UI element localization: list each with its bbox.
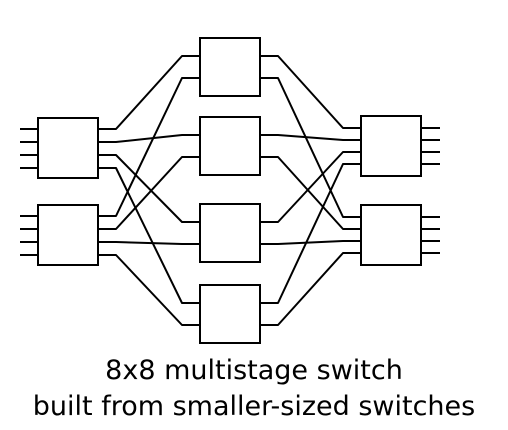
link-in2-mid1 [98, 77, 200, 217]
middle-switch-4 [199, 284, 261, 344]
middle-switch-3 [199, 203, 261, 263]
link-in1-mid2 [98, 134, 200, 143]
input-switch-1 [37, 117, 99, 179]
link-mid2-out2 [260, 156, 361, 230]
link-in2-mid3 [98, 241, 200, 245]
link-mid3-out2 [260, 240, 361, 245]
link-in1-mid3 [98, 154, 200, 223]
link-in1-mid1 [98, 55, 200, 130]
output-switch-2 [360, 204, 422, 266]
multistage-switch-diagram [20, 37, 440, 344]
middle-switch-1 [199, 37, 261, 97]
link-in2-mid4 [98, 254, 200, 326]
caption-line-2: built from smaller-sized switches [32, 391, 476, 422]
output-switch-1 [360, 115, 422, 177]
link-mid1-out1 [260, 55, 361, 129]
link-mid3-out1 [260, 151, 361, 223]
caption-line-1: 8x8 multistage switch [105, 355, 403, 386]
input-switch-2 [37, 204, 99, 266]
link-mid4-out2 [260, 252, 361, 326]
middle-switch-2 [199, 116, 261, 176]
link-mid4-out1 [260, 163, 361, 304]
link-in1-mid4 [98, 167, 200, 304]
link-in2-mid2 [98, 156, 200, 230]
link-mid1-out2 [260, 77, 361, 218]
link-mid2-out1 [260, 134, 361, 141]
